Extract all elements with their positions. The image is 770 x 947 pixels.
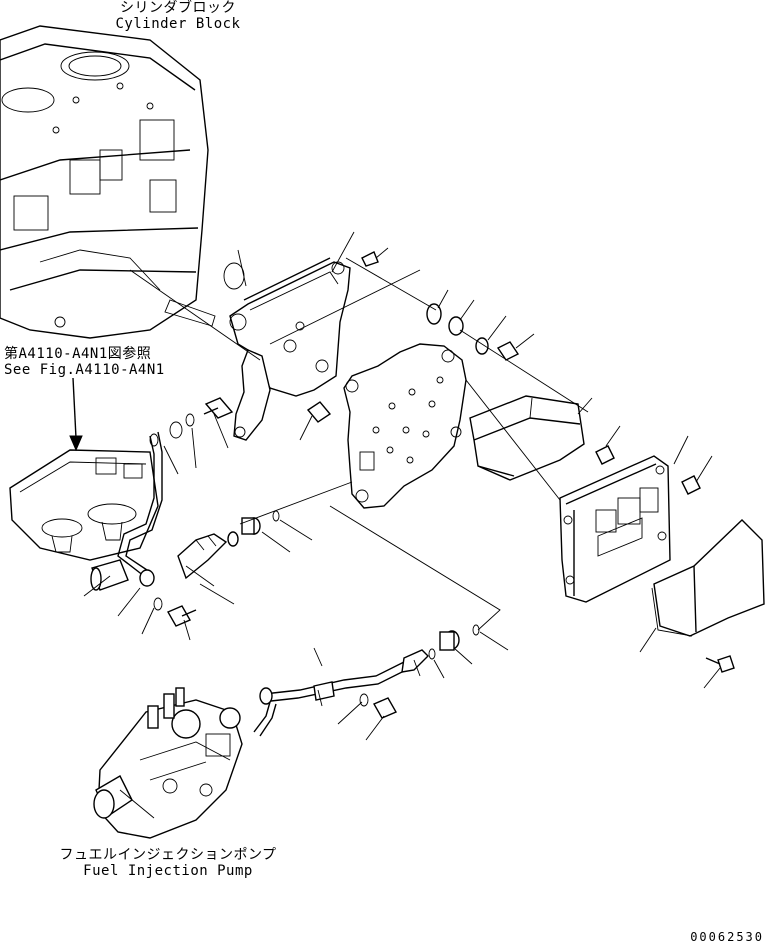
drawing-code: 00062530 <box>690 930 764 944</box>
ref-arrow-line <box>72 377 77 439</box>
fuel-pipe-upper <box>117 431 239 587</box>
fuel-injection-pump-label-en: Fuel Injection Pump <box>83 863 253 879</box>
mounting-bracket <box>229 257 351 441</box>
ref-arrow-head <box>69 435 83 452</box>
spacer <box>90 559 129 591</box>
fuel-injection-pump-label: フュエルインジェクションポンプ Fuel Injection Pump <box>58 847 278 879</box>
ecu-guard <box>651 519 765 637</box>
leader-lines <box>83 231 721 741</box>
filter-housing <box>9 449 159 561</box>
fuel-injection-pump <box>93 687 243 839</box>
reference-label-en: See Fig.A4110-A4N1 <box>4 362 165 378</box>
cylinder-block-label: シリンダブロック Cylinder Block <box>108 0 248 32</box>
ecu-controller <box>559 455 671 603</box>
fuel-pipe-lower <box>253 649 429 737</box>
cylinder-block-label-jp: シリンダブロック <box>120 0 236 16</box>
cylinder-block <box>0 25 216 339</box>
fuel-injection-pump-label-jp: フュエルインジェクションポンプ <box>59 847 277 863</box>
reference-label: 第A4110-A4N1図参照 See Fig.A4110-A4N1 <box>4 346 165 378</box>
ecu-cover <box>469 395 585 481</box>
adapter-plate <box>343 343 467 509</box>
fasteners <box>149 251 735 719</box>
reference-label-jp: 第A4110-A4N1図参照 <box>4 346 152 362</box>
cylinder-block-label-en: Cylinder Block <box>115 16 241 32</box>
